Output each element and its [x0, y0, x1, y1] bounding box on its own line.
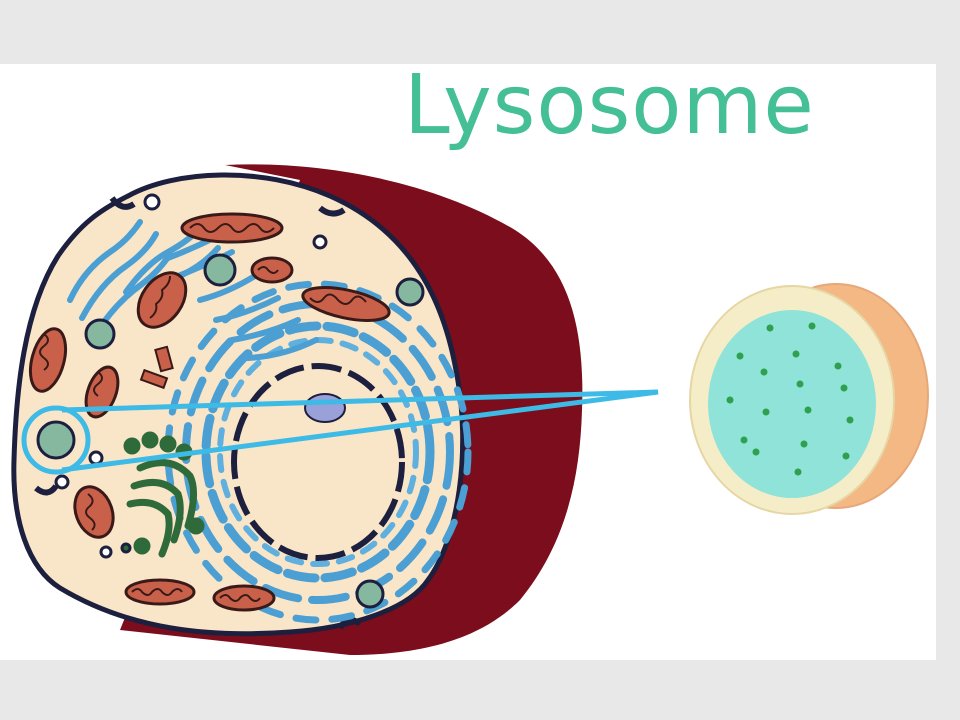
small-vesicle	[54, 474, 70, 490]
mitochondrion	[28, 327, 68, 393]
mitochondrion	[73, 485, 115, 539]
mitochondrion	[84, 365, 120, 419]
centrioles	[139, 345, 174, 390]
small-vesicle	[312, 234, 328, 250]
small-vesicle	[88, 450, 104, 466]
lysosome-highlight-circle	[21, 405, 91, 475]
vesicle	[355, 579, 385, 609]
lysosome-interior	[708, 310, 876, 498]
smooth-er	[67, 219, 319, 361]
mitochondrion	[124, 578, 196, 606]
vesicle	[203, 253, 237, 287]
lysosome-enzymes	[726, 322, 854, 476]
mitochondrion	[180, 212, 284, 244]
mitochondrion	[250, 256, 294, 284]
vesicle	[395, 277, 425, 307]
small-vesicle	[99, 545, 113, 559]
golgi-apparatus	[123, 431, 205, 558]
small-vesicle	[143, 193, 161, 211]
nucleolus	[304, 393, 346, 423]
small-vesicle	[120, 542, 132, 554]
zoom-callout-lines	[61, 389, 659, 473]
animal-cell-illustration	[11, 164, 583, 656]
nucleus-envelope	[231, 363, 405, 561]
mitochondrion	[136, 271, 188, 329]
diagram-title: Lysosome	[404, 58, 815, 153]
lysosome-magnified-illustration	[689, 283, 929, 515]
vesicle	[84, 318, 116, 350]
lysosome-in-cell	[36, 420, 76, 460]
mitochondrion	[301, 286, 391, 322]
membrane-notch	[109, 196, 136, 210]
membrane-notch	[318, 205, 346, 217]
membrane-notch	[34, 484, 59, 496]
vesicles	[36, 193, 425, 609]
zoom-callout	[21, 389, 659, 475]
membrane-notch	[337, 616, 362, 630]
mitochondrion	[212, 584, 276, 612]
mitochondria	[28, 212, 391, 612]
